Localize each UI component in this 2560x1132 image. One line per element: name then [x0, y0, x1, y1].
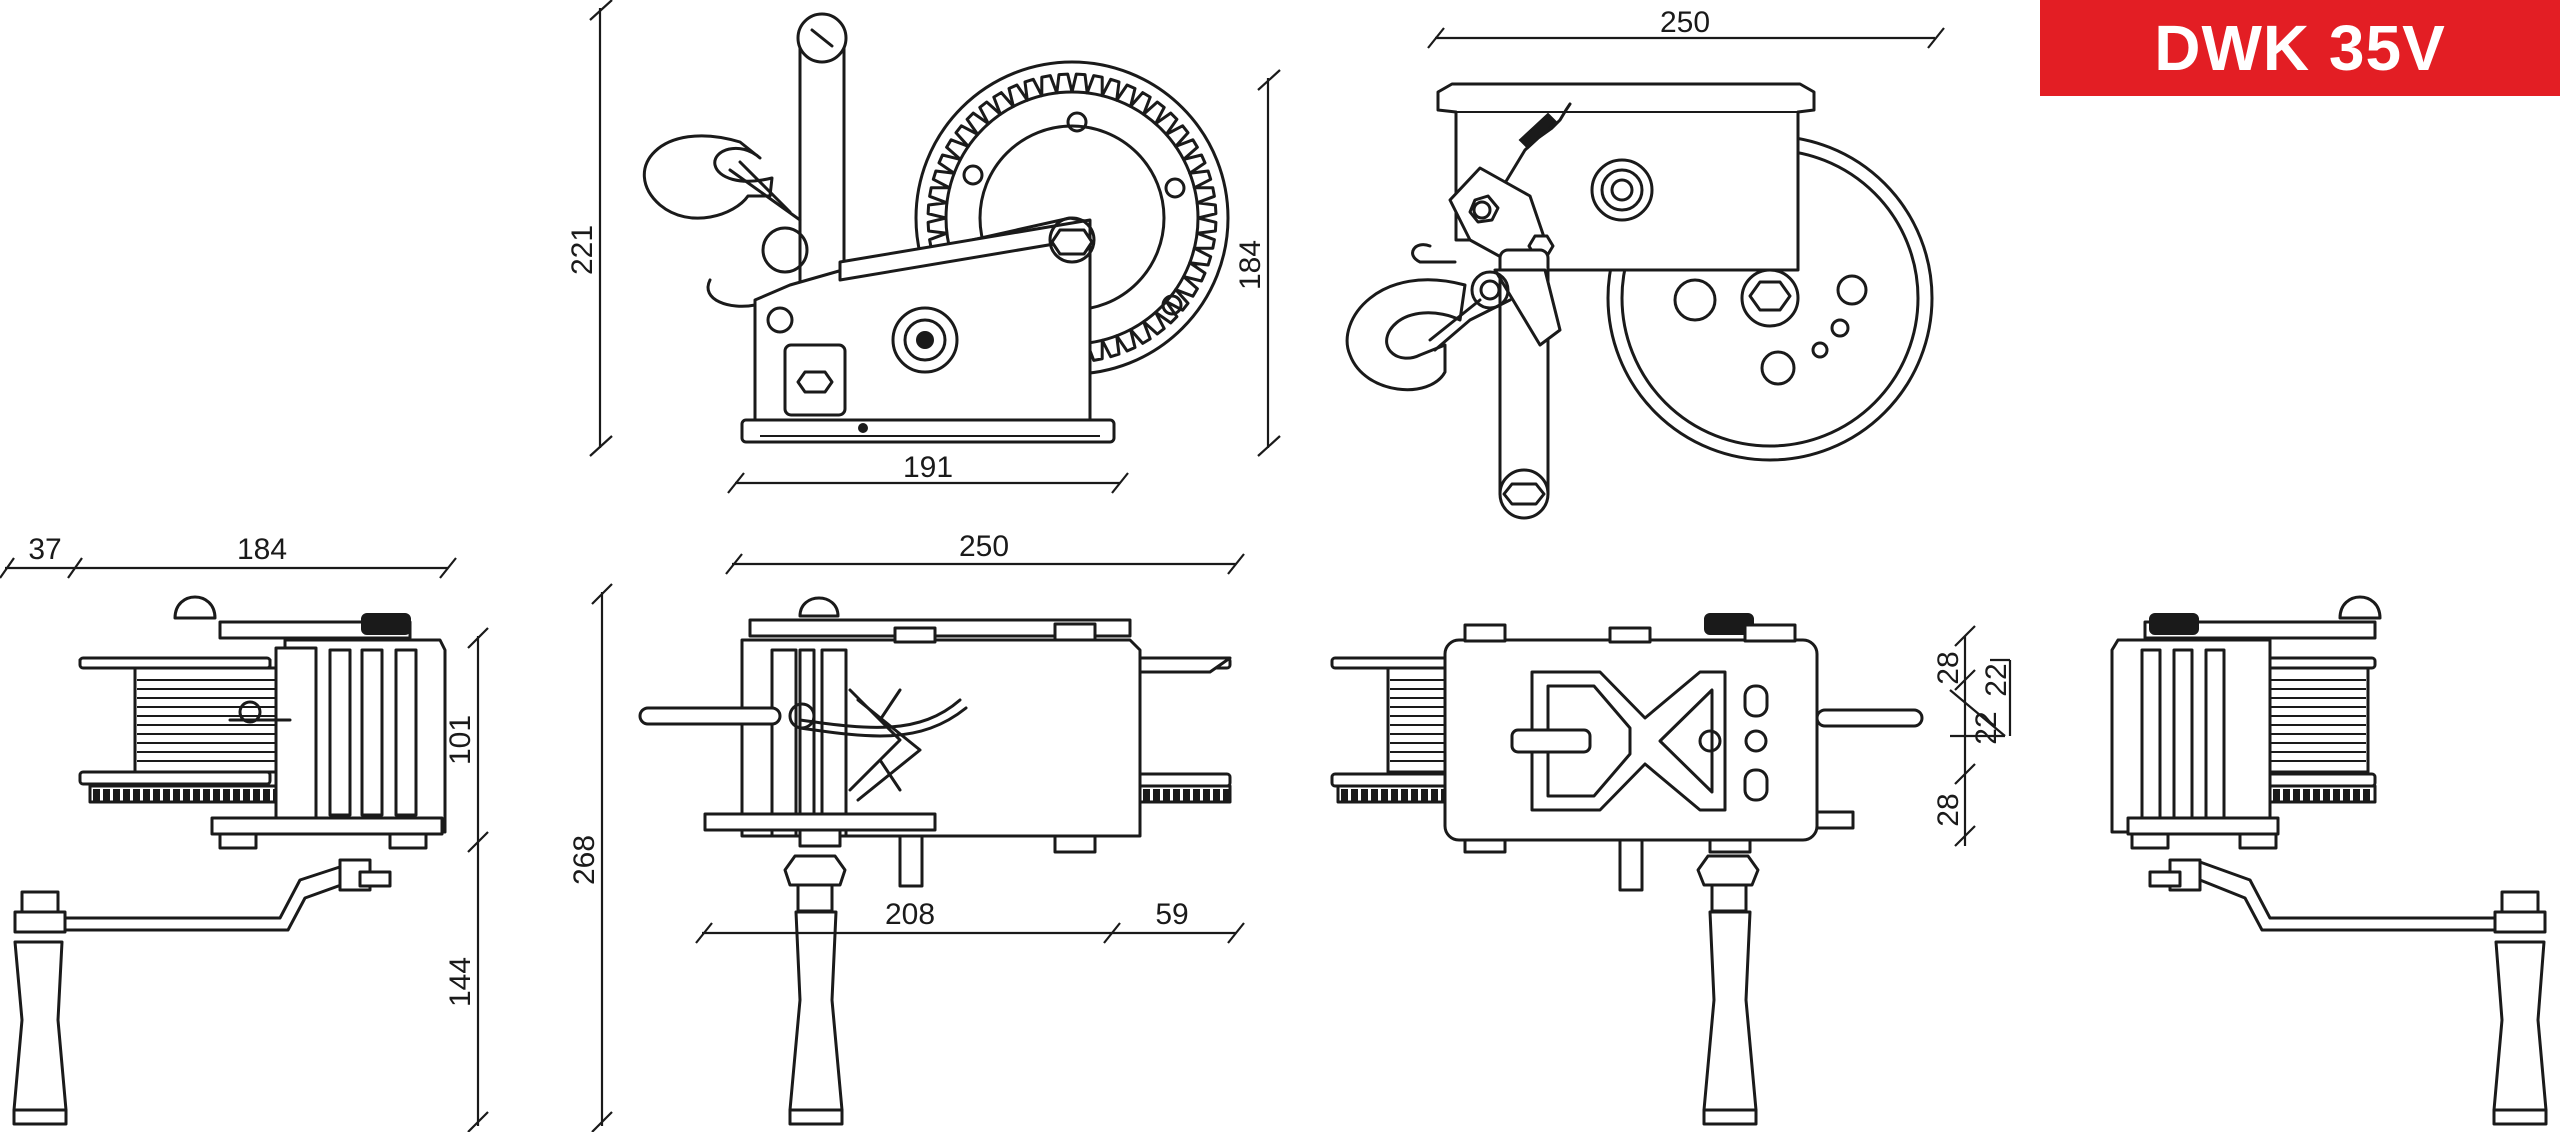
dim-label: 37: [28, 533, 61, 566]
dim-label: 250: [959, 530, 1009, 563]
dim-label: 28: [1932, 793, 1965, 826]
model-badge: DWK 35V: [2040, 0, 2560, 96]
dim-label: 268: [568, 835, 601, 885]
dim-label: 184: [1234, 240, 1267, 290]
front-view-main: 250 268: [568, 530, 1245, 1132]
dim-width-250-top: 250: [1427, 6, 1945, 49]
front-view-left: 37 184: [0, 533, 489, 1132]
dim-label: 208: [885, 898, 935, 931]
dim-height-221: 221: [566, 0, 613, 457]
side-view-right: 250: [1345, 6, 1945, 520]
side-view-left: 221: [566, 0, 1281, 494]
dim-label: 221: [566, 225, 599, 275]
dim-base-208: 208: [695, 898, 1121, 944]
dim-height-268: 268: [568, 583, 613, 1132]
dim-label: 22: [1980, 663, 2013, 696]
dim-label: 28: [1932, 651, 1965, 684]
dim-handle-offset-59: 59: [1110, 898, 1245, 944]
dim-spool-101: 101: [444, 627, 489, 853]
dim-rear-stack: 28 22 22 28: [1932, 625, 2013, 847]
dim-width-250: 250: [725, 530, 1245, 575]
dim-label: 184: [237, 533, 287, 566]
dim-label: 191: [903, 451, 953, 484]
dim-label: 22: [1970, 711, 2003, 744]
dim-label: 101: [444, 715, 477, 765]
rear-view: 28 22 22 28: [1330, 613, 2013, 1126]
dim-width-191: 191: [727, 451, 1129, 494]
dim-handle-144: 144: [444, 844, 489, 1132]
model-title: DWK 35V: [2154, 12, 2446, 84]
front-view-right: [2110, 595, 2548, 1126]
dim-label: 59: [1155, 898, 1188, 931]
dim-gear-184: 184: [1234, 69, 1281, 457]
dim-offset-37: 37: [0, 533, 83, 579]
dim-label: 250: [1660, 6, 1710, 39]
dim-label: 144: [444, 957, 477, 1007]
dim-width-184: 184: [75, 533, 457, 579]
